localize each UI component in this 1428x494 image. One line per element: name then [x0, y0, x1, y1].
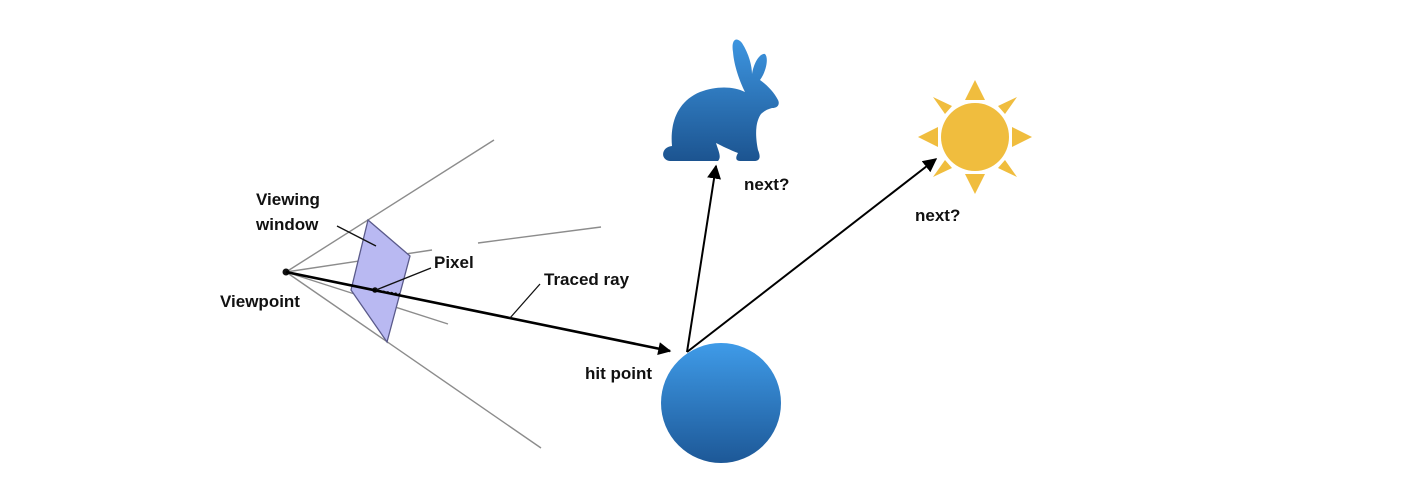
view-frustum	[285, 139, 602, 449]
pixel-leader	[375, 267, 432, 291]
traced-ray-label: Traced ray	[544, 270, 630, 289]
viewing-window-label-line1: Viewing	[256, 190, 320, 209]
viewpoint-label: Viewpoint	[220, 292, 300, 311]
sun-ray-bottom-right	[998, 160, 1017, 177]
viewing-window-leader	[336, 225, 377, 247]
frustum-line-top	[285, 139, 495, 273]
viewing-window-label-line2: window	[255, 215, 319, 234]
sun-ray-right	[1012, 127, 1032, 147]
sun-ray-bottom	[965, 174, 985, 194]
frustum-line-bottom	[285, 271, 542, 449]
hit-point-label: hit point	[585, 364, 652, 383]
sun-ray-left	[918, 127, 938, 147]
next-sun-label: next?	[915, 206, 960, 225]
rabbit-silhouette-icon	[663, 39, 779, 161]
sphere-shape	[661, 343, 781, 463]
sun-ray-bottom-left	[933, 160, 952, 177]
sun-ray-top	[965, 80, 985, 100]
ray-to-bunny-arrow	[686, 164, 721, 353]
viewing-window-plane	[350, 218, 411, 344]
next-bunny-label: next?	[744, 175, 789, 194]
traced-ray-arrow	[285, 270, 672, 356]
frustum-line-upper-far	[477, 226, 602, 244]
sun-icon	[918, 80, 1032, 194]
ray-to-sun-arrow	[686, 158, 938, 353]
pixel-label: Pixel	[434, 253, 474, 272]
sun-disc	[941, 103, 1009, 171]
traced-ray-leader	[509, 283, 541, 319]
sun-ray-top-right	[998, 97, 1017, 114]
sun-ray-top-left	[933, 97, 952, 114]
